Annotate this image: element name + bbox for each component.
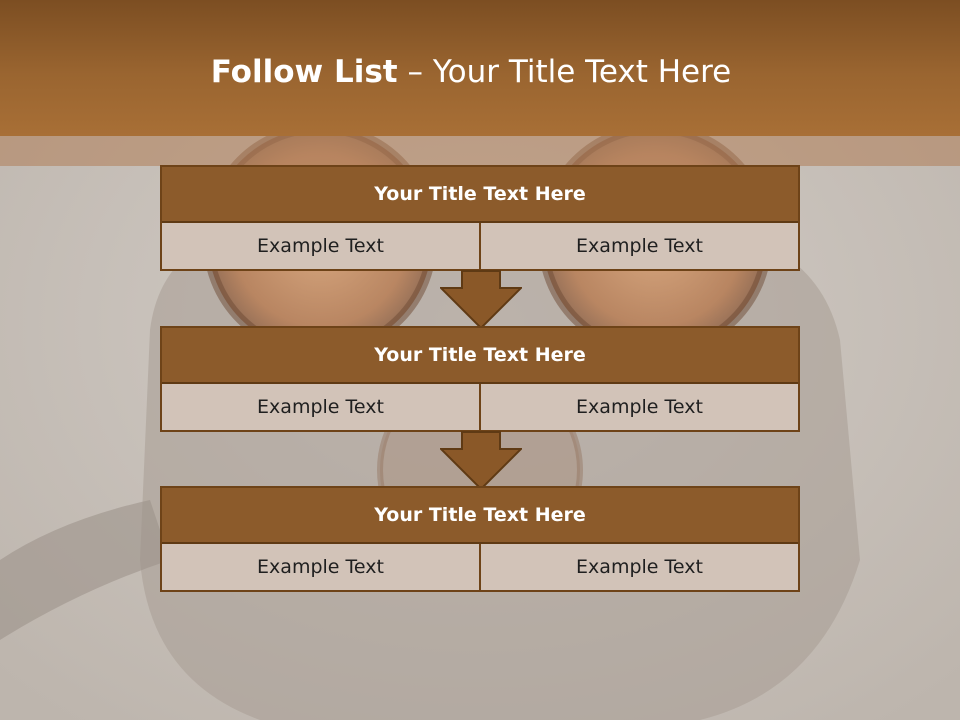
list-box-cell-left: Example Text	[162, 223, 479, 269]
slide-title-rest: – Your Title Text Here	[397, 54, 732, 90]
down-arrow-icon	[440, 431, 522, 491]
list-block-3: Your Title Text Here Example Text Exampl…	[160, 486, 800, 592]
list-box-cell-left: Example Text	[162, 544, 479, 590]
slide-title-bold: Follow List	[210, 54, 398, 90]
list-block-1: Your Title Text Here Example Text Exampl…	[160, 165, 800, 271]
header-band	[0, 0, 960, 136]
list-box: Your Title Text Here Example Text Exampl…	[160, 165, 800, 271]
list-box: Your Title Text Here Example Text Exampl…	[160, 326, 800, 432]
list-box-cell-left: Example Text	[162, 384, 479, 430]
list-box-row: Example Text Example Text	[162, 384, 798, 430]
list-box-title: Your Title Text Here	[162, 488, 798, 544]
list-box-row: Example Text Example Text	[162, 544, 798, 590]
list-box-title: Your Title Text Here	[162, 328, 798, 384]
slide-title: Follow List – Your Title Text Here	[0, 54, 942, 90]
list-block-2: Your Title Text Here Example Text Exampl…	[160, 326, 800, 432]
list-box-cell-right: Example Text	[479, 384, 798, 430]
header-strip	[0, 136, 960, 166]
down-arrow-icon	[440, 270, 522, 330]
list-box-cell-right: Example Text	[479, 223, 798, 269]
list-box: Your Title Text Here Example Text Exampl…	[160, 486, 800, 592]
list-box-row: Example Text Example Text	[162, 223, 798, 269]
list-box-title: Your Title Text Here	[162, 167, 798, 223]
list-box-cell-right: Example Text	[479, 544, 798, 590]
